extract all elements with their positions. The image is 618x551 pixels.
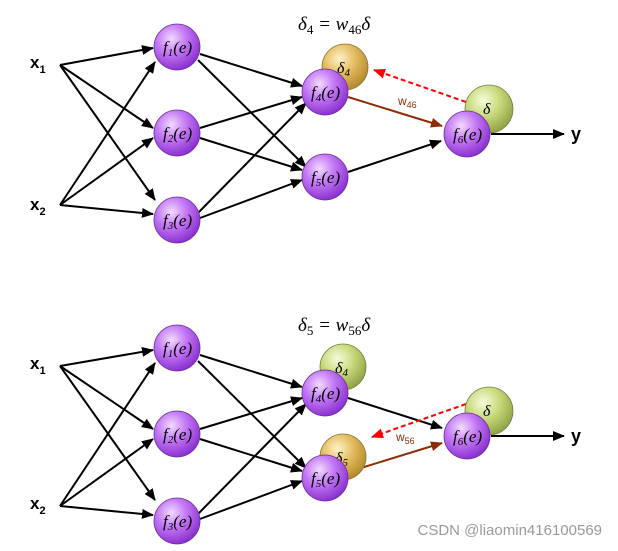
panel-1: δ4 = w46δ x1 x2 w46 bbox=[30, 14, 581, 244]
input-x2-label: x2 bbox=[30, 494, 46, 517]
svg-text:f4(e): f4(e) bbox=[311, 384, 340, 405]
weight-arrow-w46 bbox=[347, 96, 443, 128]
neuron-f3: f3(e) bbox=[153, 497, 201, 545]
backprop-arrow-2 bbox=[371, 403, 467, 439]
svg-text:f3(e): f3(e) bbox=[163, 211, 192, 232]
svg-text:f3(e): f3(e) bbox=[163, 512, 192, 533]
watermark: CSDN @liaomin416100569 bbox=[417, 522, 603, 539]
panel-1-hidden-edges bbox=[197, 53, 565, 219]
panel-1-input-edges bbox=[59, 45, 156, 218]
svg-text:f2(e): f2(e) bbox=[163, 124, 192, 145]
input-x1-label: x1 bbox=[30, 354, 46, 377]
svg-text:f6(e): f6(e) bbox=[453, 125, 482, 146]
panel-2-input-edges bbox=[59, 346, 156, 519]
svg-text:δ4: δ4 bbox=[337, 60, 350, 79]
neuron-f4: f4(e) bbox=[301, 68, 349, 116]
weight-label-w56: w56 bbox=[395, 430, 415, 446]
output-y-label: y bbox=[571, 124, 581, 144]
panel-2-hidden-edges bbox=[197, 354, 565, 520]
neuron-f6: f6(e) bbox=[443, 412, 491, 460]
svg-text:f4(e): f4(e) bbox=[311, 83, 340, 104]
panel-2: δ5 = w56δ x1 x2 w56 δ4 bbox=[30, 315, 581, 545]
neuron-f4: f4(e) bbox=[301, 369, 349, 417]
neuron-f5: f5(e) bbox=[301, 454, 349, 502]
svg-text:f1(e): f1(e) bbox=[163, 339, 192, 360]
svg-text:f6(e): f6(e) bbox=[453, 427, 482, 448]
neuron-f2: f2(e) bbox=[153, 410, 201, 458]
input-x1-label: x1 bbox=[30, 53, 46, 76]
weight-label-w46: w46 bbox=[397, 94, 417, 110]
neuron-f1: f1(e) bbox=[153, 23, 201, 71]
svg-text:f5(e): f5(e) bbox=[311, 469, 340, 490]
input-x2-label: x2 bbox=[30, 195, 46, 218]
neuron-f5: f5(e) bbox=[301, 153, 349, 201]
svg-text:f2(e): f2(e) bbox=[163, 425, 192, 446]
neuron-f3: f3(e) bbox=[153, 196, 201, 244]
panel-1-equation: δ4 = w46δ bbox=[298, 14, 371, 37]
backprop-arrow-1 bbox=[373, 68, 467, 103]
svg-text:δ: δ bbox=[483, 403, 491, 420]
svg-text:f5(e): f5(e) bbox=[311, 168, 340, 189]
svg-text:δ: δ bbox=[483, 101, 491, 118]
svg-text:f1(e): f1(e) bbox=[163, 38, 192, 59]
neuron-f2: f2(e) bbox=[153, 109, 201, 157]
svg-text:δ5: δ5 bbox=[335, 450, 348, 469]
svg-text:δ4: δ4 bbox=[335, 360, 348, 379]
neuron-f6: f6(e) bbox=[443, 110, 491, 158]
neuron-f1: f1(e) bbox=[153, 324, 201, 372]
panel-2-equation: δ5 = w56δ bbox=[298, 315, 371, 338]
output-y-label: y bbox=[571, 426, 581, 446]
